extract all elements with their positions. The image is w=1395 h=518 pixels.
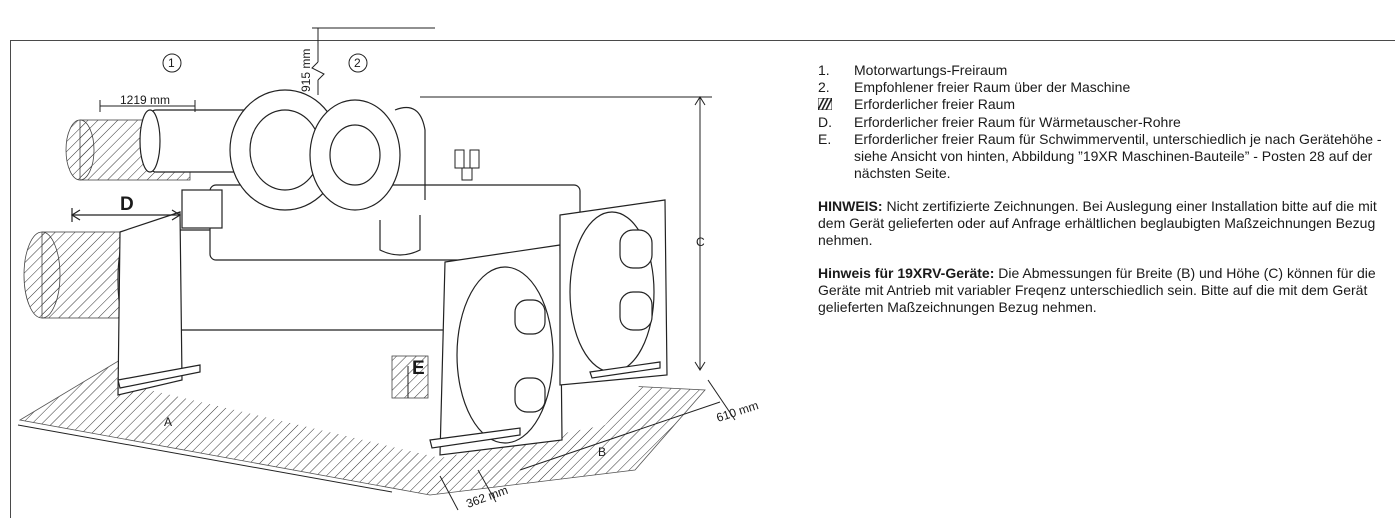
note-2-text: Die Abmessungen für Breite (B) und Höhe …	[818, 265, 1376, 315]
legend-item-d: D. Erforderlicher freier Raum für Wärmet…	[818, 114, 1390, 131]
legend-item-2-marker: 2.	[818, 79, 830, 95]
legend-item-hatch-text: Erforderlicher freier Raum	[854, 96, 1016, 112]
legend-item-d-marker: D.	[818, 114, 832, 130]
dim-e-label: E	[412, 358, 425, 379]
legend-item-e-marker: E.	[818, 131, 832, 147]
legend-item-2: 2. Empfohlener freier Raum über der Masc…	[818, 79, 1390, 96]
chiller-clearance-drawing: 1219 mm 915 mm 1 2 D E C A B	[17, 27, 761, 511]
hatch-swatch-icon	[817, 97, 833, 111]
top-clearance-label: 915 mm	[299, 49, 313, 92]
note-1-label: HINWEIS:	[818, 198, 883, 214]
motor-clearance-label: 1219 mm	[120, 93, 170, 107]
legend-item-d-text: Erforderlicher freier Raum für Wärmetaus…	[854, 114, 1181, 130]
dim-d-label: D	[120, 194, 134, 215]
waterbox-condenser	[559, 199, 668, 386]
callout-circle-2	[348, 53, 368, 73]
dim-c-label: C	[696, 235, 705, 249]
side-clearance-dimension	[707, 379, 736, 421]
control-box	[181, 189, 223, 229]
note-1-text: Nicht zertifizierte Zeichnungen. Bei Aus…	[818, 198, 1377, 248]
relief-valves	[454, 149, 480, 181]
compressor	[139, 89, 426, 256]
legend-item-1-marker: 1.	[818, 62, 830, 78]
legend-item-2-text: Empfohlener freier Raum über der Maschin…	[854, 79, 1131, 95]
height-dimension	[420, 96, 712, 371]
note-2-label: Hinweis für 19XRV-Geräte:	[818, 265, 995, 281]
frame-line-top	[10, 40, 1395, 41]
callout-1-label: 1	[168, 56, 175, 70]
waterbox-cooler	[439, 244, 563, 456]
support-feet	[117, 361, 661, 449]
motor-clearance-dimension	[99, 100, 196, 112]
frame-line-left	[10, 40, 11, 518]
legend: 1. Motorwartungs-Freiraum 2. Empfohlener…	[817, 62, 1390, 316]
top-clearance-dimension	[311, 27, 435, 95]
legend-item-e-text: Erforderlicher freier Raum für Schwimmer…	[854, 131, 1382, 181]
dim-a-label: A	[164, 415, 172, 429]
legend-hatch-marker	[817, 96, 854, 114]
legend-item-1: 1. Motorwartungs-Freiraum	[818, 62, 1390, 79]
note-19xrv: Hinweis für 19XRV-Geräte: Die Abmessunge…	[818, 265, 1390, 316]
legend-item-hatch: Erforderlicher freier Raum	[817, 96, 1390, 114]
note-certified-drawings: HINWEIS: Nicht zertifizierte Zeichnungen…	[818, 198, 1390, 249]
length-dimension	[17, 424, 393, 493]
legend-item-1-text: Motorwartungs-Freiraum	[854, 62, 1008, 78]
tube-clearance-dimension	[70, 208, 182, 222]
float-valve-clearance	[391, 355, 429, 399]
side-clearance-label: 610 mm	[715, 398, 761, 425]
dim-b-label: B	[598, 445, 606, 459]
callout-circle-1	[162, 53, 182, 73]
left-tube-sheet	[117, 211, 183, 396]
legend-item-e: E. Erforderlicher freier Raum für Schwim…	[818, 131, 1390, 182]
width-dimension	[519, 401, 721, 471]
front-clearance-dimension	[439, 469, 497, 511]
callout-2-label: 2	[354, 56, 361, 70]
